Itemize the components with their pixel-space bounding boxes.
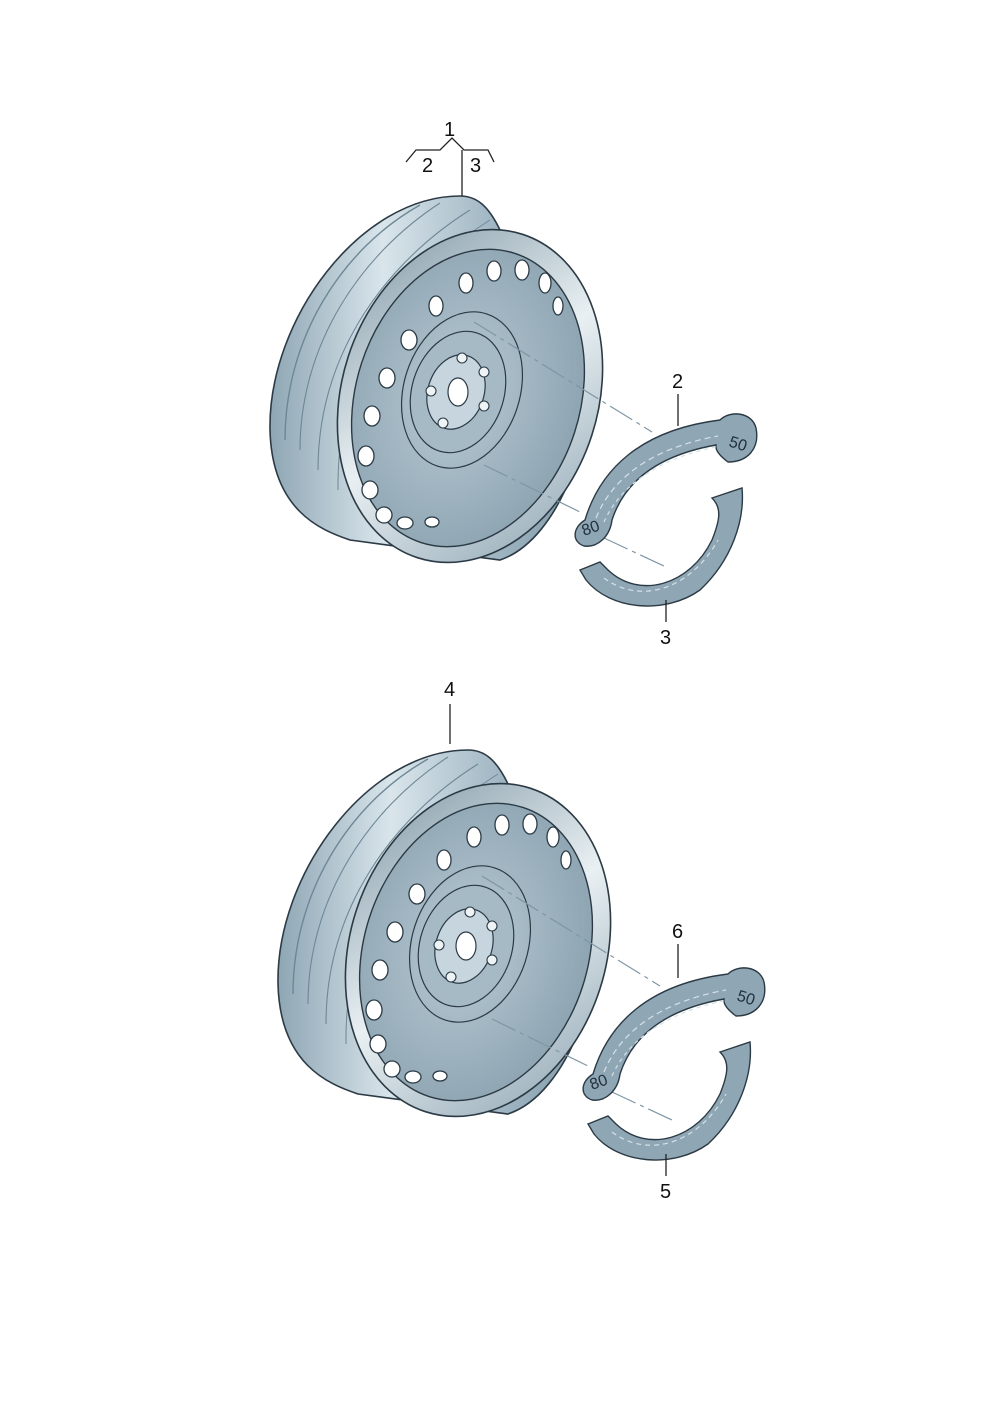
callout-5: 5 (660, 1181, 671, 1203)
wheel-assembly-top: 50 80 1 2 3 2 3 (269, 119, 758, 649)
clip-value-small: 80 (588, 1072, 611, 1094)
clip-value-big: 50 (735, 988, 757, 1010)
axis-line (481, 875, 661, 987)
callout-2-sub: 2 (422, 155, 433, 177)
callout-3: 3 (660, 627, 671, 649)
callout-3-sub: 3 (470, 155, 481, 177)
axis-line (603, 537, 665, 567)
axis-line (491, 1018, 589, 1067)
axis-line (473, 321, 653, 433)
callout-6: 6 (672, 921, 683, 943)
wheel-assembly-bottom: 50 80 4 6 5 (277, 679, 766, 1203)
axis-line (611, 1091, 673, 1121)
axis-line (483, 464, 581, 513)
clip-value-small: 80 (580, 518, 603, 540)
clip-value-big: 50 (727, 434, 749, 456)
callout-4: 4 (444, 679, 455, 701)
callout-bracket (405, 137, 495, 163)
callout-1: 1 (444, 119, 455, 141)
callout-2: 2 (672, 371, 683, 393)
